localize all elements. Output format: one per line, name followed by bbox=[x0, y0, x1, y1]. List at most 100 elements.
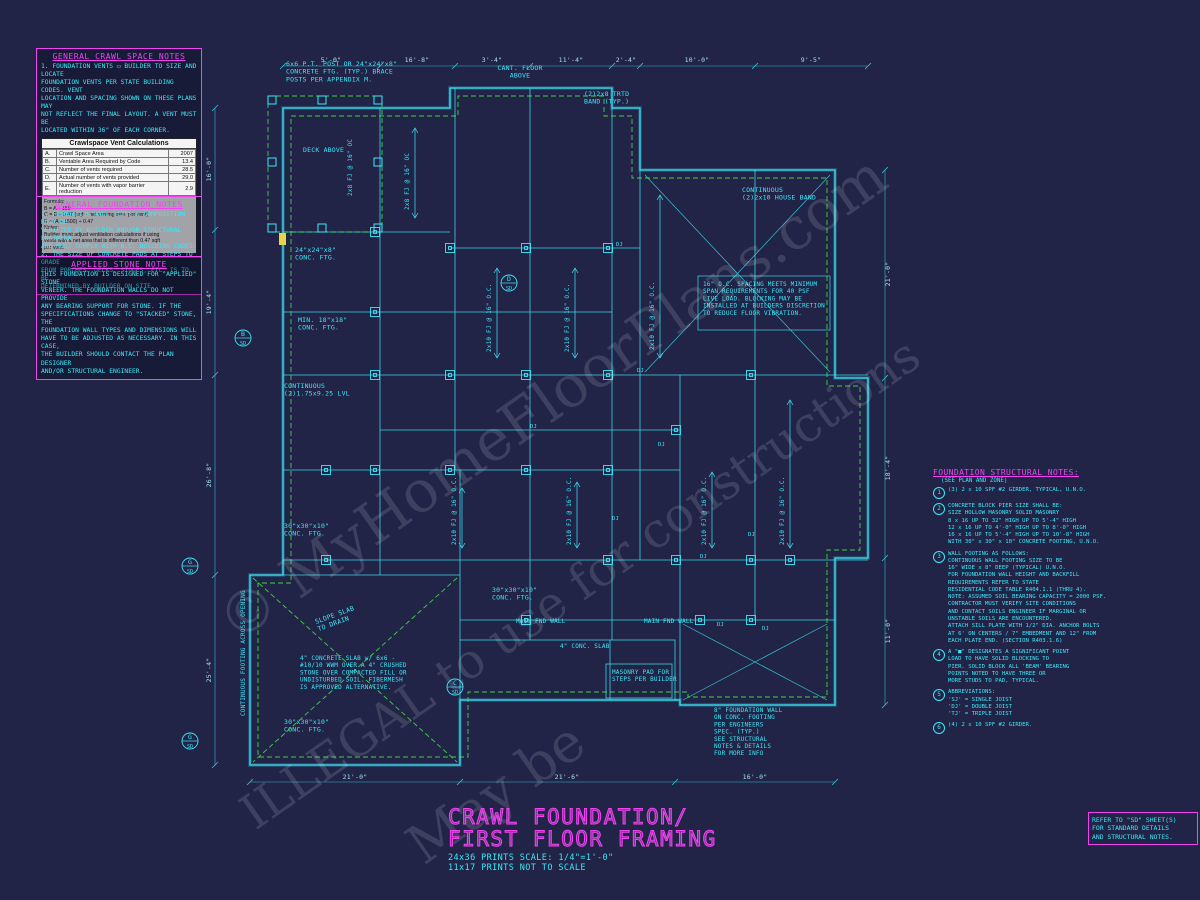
dimension-label: 2'-4" bbox=[616, 56, 637, 64]
foundation-notes-body: 1. FOUNDATION WALL SIZES & COMPOSITION M… bbox=[41, 211, 197, 291]
structural-note-text: WALL FOOTING AS FOLLOWS: CONTINUOUS WALL… bbox=[948, 550, 1107, 644]
dimension-label: 21'-6" bbox=[555, 773, 580, 781]
plan-label: 30"x30"x10"CONC. FTG. bbox=[284, 718, 329, 734]
structural-note-number: 6 bbox=[933, 722, 945, 735]
plan-label: MAIN FND WALL bbox=[516, 618, 566, 625]
scale-note-2: 11x17 PRINTS NOT TO SCALE bbox=[448, 863, 586, 874]
dimension-label: 26'-8" bbox=[205, 463, 213, 488]
plan-label: 30"x30"x10"CONC. FTG. bbox=[492, 586, 537, 602]
plan-label: MAIN FND WALL bbox=[644, 618, 694, 625]
plan-label: 24"x24"x8"CONC. FTG. bbox=[295, 246, 336, 262]
plan-label: 6x6 P.T. POST OR 24"x24"x8"CONCRETE FTG.… bbox=[286, 60, 397, 83]
section-marker-sheet: SD bbox=[506, 286, 512, 292]
plan-label: 2x10 FJ @ 16" O.C. bbox=[564, 283, 571, 352]
refer-sd-box: REFER TO "SD" SHEET(S) FOR STANDARD DETA… bbox=[1088, 812, 1198, 845]
sheet-title-line1: CRAWL FOUNDATION/ bbox=[448, 805, 689, 829]
vent-highlight bbox=[279, 233, 286, 245]
applied-stone-title: APPLIED STONE NOTE bbox=[71, 260, 167, 269]
scale-note-1: 24x36 PRINTS SCALE: 1/4"=1'-0" bbox=[448, 852, 614, 863]
plan-label: DJ bbox=[637, 368, 644, 374]
structural-note-number: 5 bbox=[933, 689, 945, 702]
section-marker-sheet: SD bbox=[452, 690, 458, 696]
plan-label: 2x8 FJ @ 16" OC bbox=[404, 153, 411, 210]
plan-label: DJ bbox=[700, 554, 707, 560]
sheet-title-line2: FIRST FLOOR FRAMING bbox=[448, 827, 717, 852]
plan-label: 30"x30"x10"CONC. FTG. bbox=[284, 522, 329, 538]
pier-symbols bbox=[321, 227, 795, 625]
dimension-label: 9'-5" bbox=[801, 56, 822, 64]
joist-arrows bbox=[411, 127, 794, 549]
structural-note-item: 1(3) 2 x 10 SPF #2 GIRDER, TYPICAL, U.N.… bbox=[933, 487, 1115, 499]
plan-label: DECK ABOVE bbox=[303, 146, 344, 154]
dimension-label: 25'-4" bbox=[205, 658, 213, 683]
section-marker-letter: D bbox=[507, 275, 511, 283]
plan-label: MIN. 18"x18"CONC. FTG. bbox=[298, 316, 347, 332]
dimension-label: 16'-0" bbox=[205, 157, 213, 182]
dimension-label: 11'-0" bbox=[884, 619, 892, 644]
plan-label: 2x10 FJ @ 16" O.C. bbox=[566, 476, 573, 545]
structural-note-number: 4 bbox=[933, 649, 945, 662]
plan-label: DJ bbox=[762, 626, 769, 632]
plan-label: CONTINUOUS(2)1.75x9.25 LVL bbox=[284, 382, 350, 398]
dimension-label: 18'-4" bbox=[884, 456, 892, 481]
structural-notes-list: 1(3) 2 x 10 SPF #2 GIRDER, TYPICAL, U.N.… bbox=[933, 487, 1115, 735]
plan-label: 2x10 FJ @ 16" O.C. bbox=[701, 476, 708, 545]
plan-label: 2x10 FJ @ 16" O.C. bbox=[486, 283, 493, 352]
structural-notes-title: FOUNDATION STRUCTURAL NOTES: bbox=[933, 468, 1080, 477]
foundation-notes-panel: GENERAL FOUNDATION NOTES 1. FOUNDATION W… bbox=[36, 196, 202, 296]
applied-stone-panel: APPLIED STONE NOTE THIS FOUNDATION IS DE… bbox=[36, 256, 202, 380]
plan-label: DJ bbox=[530, 424, 537, 430]
section-marker-sheet: SD bbox=[187, 569, 193, 575]
dimension-ticks bbox=[211, 62, 889, 786]
crawl-space-notes-body: 1. FOUNDATION VENTS ▭ BUILDER TO SIZE AN… bbox=[41, 63, 197, 135]
dimension-label: 19'-4" bbox=[205, 290, 213, 315]
section-marker: G SD bbox=[181, 557, 199, 575]
applied-stone-body: THIS FOUNDATION IS DESIGNED FOR "APPLIED… bbox=[41, 271, 197, 375]
plan-label: 4" CONCRETE SLAB w/ 6x6 -#10/10 WWM OVER… bbox=[300, 655, 407, 691]
crawl-space-notes-panel: GENERAL CRAWL SPACE NOTES 1. FOUNDATION … bbox=[36, 48, 202, 259]
dimension-label: 11'-4" bbox=[559, 56, 584, 64]
plan-label: DJ bbox=[717, 622, 724, 628]
vent-table-row: E.Number of vents with vapor barrier red… bbox=[42, 181, 196, 197]
section-marker-letter: B bbox=[241, 330, 245, 338]
plan-label: 2x8 FJ @ 16" OC bbox=[347, 139, 354, 196]
vent-formula: Formula: B = A ÷ 150 C = B ÷ 0.47 (sqft … bbox=[42, 196, 196, 253]
plan-label: CONTINUOUS(2)2x10 HOUSE BAND bbox=[742, 186, 816, 202]
section-marker-sheet: SD bbox=[187, 744, 193, 750]
title-block: CRAWL FOUNDATION/ FIRST FLOOR FRAMING 24… bbox=[448, 805, 717, 874]
structural-notes-subtitle: (SEE PLAN AND ZONE) bbox=[941, 478, 1008, 484]
section-marker-letter: G bbox=[188, 733, 192, 741]
dimension-label: 5'-0" bbox=[321, 56, 342, 64]
foundation-notes-title: GENERAL FOUNDATION NOTES bbox=[55, 200, 183, 209]
plan-label: 2x10 FJ @ 16" O.C. bbox=[451, 476, 458, 545]
vent-table-title: Crawlspace Vent Calculations bbox=[42, 139, 196, 150]
structural-note-number: 2 bbox=[933, 503, 945, 515]
structural-note-number: 1 bbox=[933, 487, 945, 499]
section-marker: CSD bbox=[446, 678, 464, 696]
plan-label: 4" CONC. SLAB bbox=[560, 643, 610, 650]
structural-note-text: ABBREVIATIONS: 'SJ' = SINGLE JOIST 'DJ' … bbox=[948, 689, 1012, 718]
crawl-space-notes-title: GENERAL CRAWL SPACE NOTES bbox=[52, 52, 186, 61]
dimension-label: 21'-0" bbox=[884, 262, 892, 287]
deck-posts bbox=[267, 95, 383, 233]
plan-label: DJ bbox=[616, 242, 623, 248]
dimension-label: 3'-4" bbox=[482, 56, 503, 64]
plan-label: SLOPE SLABTO DRAIN bbox=[314, 604, 358, 633]
interior-walls bbox=[283, 88, 868, 705]
section-marker-letter: G bbox=[188, 558, 192, 566]
plan-label-layer: 6x6 P.T. POST OR 24"x24"x8"CONCRETE FTG.… bbox=[205, 56, 892, 781]
